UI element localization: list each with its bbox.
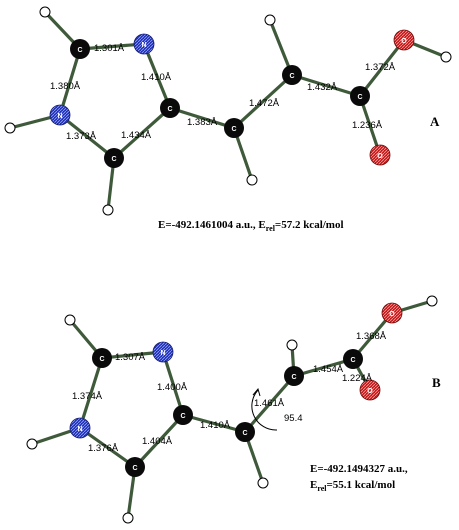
bond-length-label: 1.236Å	[352, 120, 383, 131]
nitrogen-atom: N	[133, 33, 155, 55]
hydrogen-atom	[122, 512, 134, 524]
carbon-atom: C	[224, 118, 244, 138]
atom-label: N	[57, 113, 62, 120]
hydrogen-atom	[257, 477, 269, 489]
bond-length-label: 1.368Å	[356, 331, 387, 342]
angle-label: 95.4	[284, 413, 303, 424]
bond-length-label: 1.472Å	[249, 98, 280, 109]
carbon-atom: C	[70, 39, 90, 59]
oxygen-atom: O	[393, 29, 415, 51]
atom-label: C	[291, 374, 296, 381]
bond-length-label: 1.434Å	[121, 130, 152, 141]
hydrogen-atom	[426, 295, 438, 307]
nitrogen-atom: N	[152, 341, 174, 363]
carbon-atom: C	[235, 422, 255, 442]
bond-length-label: 1.373Å	[66, 131, 97, 142]
bond-length-label: 1.383Å	[187, 117, 218, 128]
hydrogen-atom	[286, 339, 298, 351]
hydrogens-b	[26, 295, 438, 524]
carbon-atom: C	[284, 366, 304, 386]
bond-lengths-a: 1.301Å 1.380Å 1.410Å 1.373Å 1.434Å 1.383…	[50, 43, 396, 142]
hydrogen-atom	[64, 314, 76, 326]
atom-label: C	[167, 106, 172, 113]
bond-length-label: 1.374Å	[72, 391, 103, 402]
atom-label: N	[77, 426, 82, 433]
hydrogen-atom	[440, 51, 452, 63]
carbon-atom: C	[125, 457, 145, 477]
nitrogen-atom: N	[69, 417, 91, 439]
bond-length-label: 1.224Å	[342, 373, 373, 384]
carbon-atom: C	[350, 86, 370, 106]
atoms-a: C N N C C C C	[49, 29, 415, 168]
oxygen-atom: O	[381, 302, 403, 324]
carbon-atom: C	[343, 349, 363, 369]
atom-label: C	[99, 356, 104, 363]
structure-b: 95.4 C N N C	[26, 295, 441, 524]
atoms-b: C N N C C C C	[69, 302, 403, 477]
atom-label: C	[132, 465, 137, 472]
bond-length-label: 1.372Å	[365, 62, 396, 73]
angle-marker	[251, 387, 278, 431]
bond-length-label: 1.376Å	[88, 443, 119, 454]
hydrogen-atom	[26, 438, 38, 450]
energy-caption-b-line1: E=-492.1494327 a.u.,	[310, 463, 408, 475]
bond-lengths-b: 1.307Å 1.374Å 1.400Å 1.376Å 1.404Å 1.410…	[72, 331, 387, 454]
bond-length-label: 1.404Å	[142, 436, 173, 447]
carbon-atom: C	[160, 98, 180, 118]
atom-label: O	[367, 388, 373, 395]
nitrogen-atom: N	[49, 104, 71, 126]
oxygen-atom: O	[359, 379, 381, 401]
atom-label: C	[350, 357, 355, 364]
atom-label: O	[389, 311, 395, 318]
carbon-atom: C	[92, 348, 112, 368]
carbon-atom: C	[173, 405, 193, 425]
carbon-atom: C	[104, 148, 124, 168]
hydrogen-atom	[102, 204, 114, 216]
bond-length-label: 1.461Å	[254, 398, 285, 409]
atom-label: C	[357, 94, 362, 101]
atom-label: C	[111, 156, 116, 163]
hydrogen-atom	[264, 14, 276, 26]
atom-label: C	[77, 47, 82, 54]
bond-length-label: 1.301Å	[94, 43, 125, 54]
atom-label: O	[377, 153, 383, 160]
carbon-atom: C	[282, 65, 302, 85]
atom-label: N	[141, 42, 146, 49]
atom-label: O	[401, 38, 407, 45]
hydrogen-atom	[246, 174, 258, 186]
bond-length-label: 1.307Å	[115, 352, 146, 363]
panel-label-b: B	[432, 375, 441, 390]
hydrogens-a	[4, 6, 452, 216]
panel-label-a: A	[430, 114, 440, 129]
bond-length-label: 1.410Å	[141, 72, 172, 83]
bond-length-label: 1.432Å	[307, 82, 338, 93]
energy-caption-a: E=-492.1461004 a.u., Erel=57.2 kcal/mol	[158, 219, 344, 233]
atom-label: C	[289, 73, 294, 80]
structure-a: C N N C C C C	[4, 6, 452, 233]
atom-label: C	[180, 413, 185, 420]
atom-label: C	[242, 430, 247, 437]
bond-length-label: 1.410Å	[200, 420, 231, 431]
atom-label: N	[160, 350, 165, 357]
energy-caption-b-line2: Erel=55.1 kcal/mol	[310, 479, 395, 493]
bond-length-label: 1.380Å	[50, 81, 81, 92]
bond-length-label: 1.454Å	[313, 364, 344, 375]
hydrogen-atom	[4, 122, 16, 134]
atom-label: C	[231, 126, 236, 133]
bond-length-label: 1.400Å	[157, 382, 188, 393]
hydrogen-atom	[39, 6, 51, 18]
oxygen-atom: O	[369, 144, 391, 166]
